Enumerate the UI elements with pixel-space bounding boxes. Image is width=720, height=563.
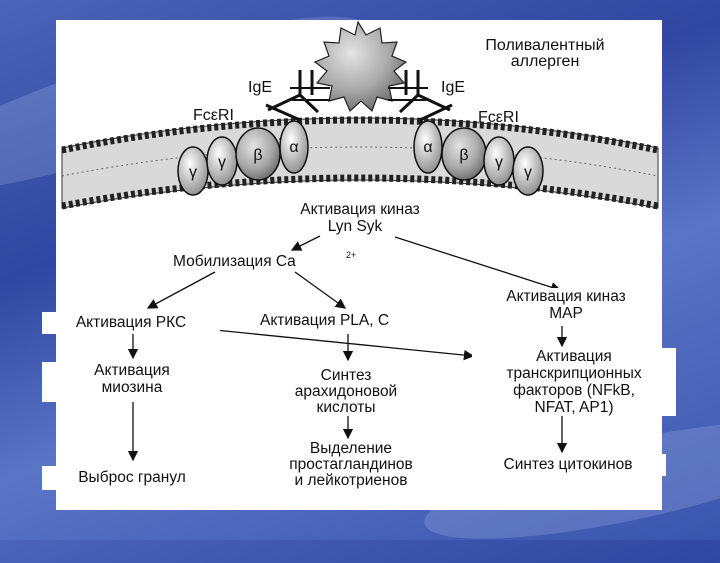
cytokines-box: Синтез цитокинов: [470, 454, 666, 476]
arachidonic-line1: Синтез: [321, 367, 372, 384]
allergen-icon: [313, 20, 408, 113]
ca-mobilization-label: Мобилизация Ca: [173, 253, 296, 270]
transcription-line3: факторов (NFkB,: [513, 382, 635, 399]
flow-arrows: [127, 235, 568, 462]
alpha-label: α: [289, 139, 298, 156]
alpha-label: α: [423, 139, 432, 156]
gamma-label: γ: [495, 154, 503, 171]
ca-superscript: 2+: [346, 250, 356, 260]
myosin-line1: Активация: [94, 362, 170, 379]
allergen-title-line1: Поливалентный: [485, 37, 604, 54]
transcription-line2: транскрипционных: [506, 365, 642, 382]
cytokines-label: Синтез цитокинов: [503, 456, 633, 473]
arrow-ca-to-pla: [294, 271, 347, 309]
ige-right-label: IgE: [441, 79, 465, 96]
receptor-left: [177, 120, 309, 196]
map-kinase-box: Активация киназ MAP: [470, 288, 662, 326]
allergen-title-line2: аллерген: [511, 53, 580, 70]
receptor-right: [413, 120, 544, 196]
gamma-label: γ: [524, 164, 532, 181]
kinase-lyn-line1: Активация киназ: [300, 201, 420, 218]
pla-activation-label: Активация PLA, C: [260, 312, 389, 329]
granules-box: Выброс гранул: [42, 466, 222, 490]
gamma-label: γ: [189, 164, 197, 181]
beta-label: β: [253, 147, 262, 164]
arrow-lyn-to-ca: [290, 235, 321, 251]
myosin-line2: миозина: [101, 379, 163, 396]
ige-left-label: IgE: [248, 79, 272, 96]
prostaglandins-line3: и лейкотриенов: [295, 472, 408, 489]
signaling-diagram: γ γ β α α β γ γ Поливалентный аллерген I…: [61, 20, 659, 489]
myosin-box: Активация миозина: [42, 362, 222, 402]
fc-receptor-left-label: FcεRI: [193, 107, 234, 124]
beta-label: β: [459, 147, 468, 164]
transcription-line1: Активация: [536, 348, 612, 365]
transcription-box: Активация транскрипционных факторов (NFk…: [472, 348, 676, 416]
arrow-ca-to-pkc: [146, 271, 216, 309]
ige-left-icon: [265, 70, 330, 142]
fc-receptor-right-label: FcεRI: [478, 109, 519, 126]
arrow-lyn-to-map: [394, 236, 562, 293]
arachidonic-line3: кислоты: [317, 399, 376, 416]
arachidonic-line2: арахидоновой: [295, 383, 397, 400]
prostaglandins-line2: простагландинов: [289, 456, 413, 473]
arrow-pkc-to-transcription: [214, 329, 475, 361]
cell-membrane: [61, 116, 659, 210]
transcription-line4: NFAT, AP1): [534, 399, 614, 416]
gamma-label: γ: [218, 154, 226, 171]
kinase-lyn-line2: Lyn Syk: [328, 218, 383, 235]
pkc-activation-box: Активация РКС: [42, 312, 220, 334]
map-kinase-line2: MAP: [549, 305, 583, 322]
prostaglandins-line1: Выделение: [310, 440, 392, 457]
pkc-activation-label: Активация РКС: [75, 314, 187, 331]
map-kinase-line1: Активация киназ: [506, 288, 626, 305]
granules-label: Выброс гранул: [78, 469, 186, 486]
